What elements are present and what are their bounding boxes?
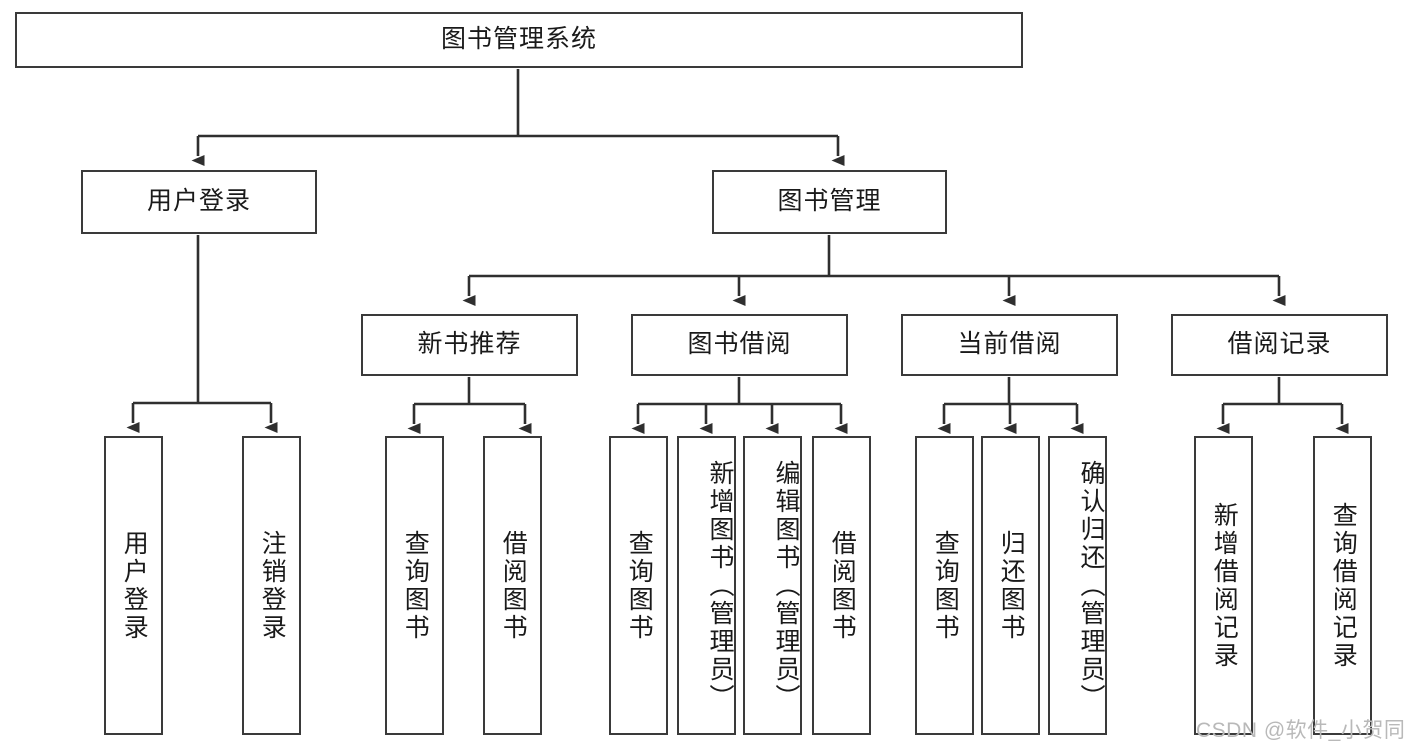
leaf-recommend-borrow-book[interactable]: 借阅图书 — [483, 436, 542, 735]
leaf-borrow-add-book-admin[interactable]: 新增图书（管理员） — [677, 436, 736, 735]
leaf-borrow-borrow-book[interactable]: 借阅图书 — [812, 436, 871, 735]
node-book-borrow[interactable]: 图书借阅 — [631, 314, 848, 376]
leaf-record-add-record[interactable]: 新增借阅记录 — [1194, 436, 1253, 735]
leaf-borrow-query-book[interactable]: 查询图书 — [609, 436, 668, 735]
leaf-user-login-signin[interactable]: 用户登录 — [104, 436, 163, 735]
leaf-recommend-query-book[interactable]: 查询图书 — [385, 436, 444, 735]
node-root-system[interactable]: 图书管理系统 — [15, 12, 1023, 68]
node-current-borrow[interactable]: 当前借阅 — [901, 314, 1118, 376]
node-book-management[interactable]: 图书管理 — [712, 170, 947, 234]
node-borrow-record[interactable]: 借阅记录 — [1171, 314, 1388, 376]
node-new-book-recommend[interactable]: 新书推荐 — [361, 314, 578, 376]
node-user-login[interactable]: 用户登录 — [81, 170, 317, 234]
leaf-current-query-book[interactable]: 查询图书 — [915, 436, 974, 735]
leaf-record-query-record[interactable]: 查询借阅记录 — [1313, 436, 1372, 735]
leaf-borrow-edit-book-admin[interactable]: 编辑图书（管理员） — [743, 436, 802, 735]
leaf-current-confirm-return-admin[interactable]: 确认归还（管理员） — [1048, 436, 1107, 735]
csdn-watermark: CSDN @软件_小贺同学 — [1196, 719, 1405, 742]
leaf-user-login-signout[interactable]: 注销登录 — [242, 436, 301, 735]
leaf-current-return-book[interactable]: 归还图书 — [981, 436, 1040, 735]
